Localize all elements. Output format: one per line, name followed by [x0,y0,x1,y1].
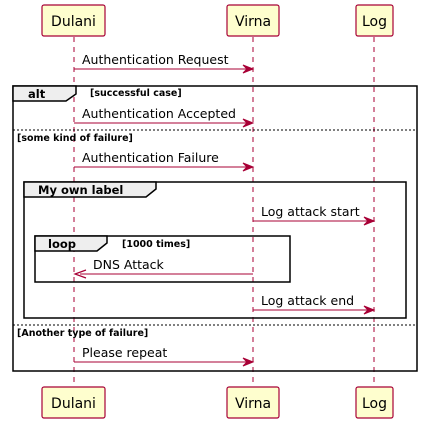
loop-frame-label: loop [48,237,76,251]
arrowhead [242,118,255,128]
message-label: Authentication Accepted [82,106,236,121]
participant-label: Virna [235,14,271,30]
group-frame-label: My own label [38,183,123,197]
participant-dulani-top: Dulani [41,4,106,37]
message-log-attack-start: Log attack start [253,204,376,226]
message-label: DNS Attack [93,257,165,272]
arrowhead-open [73,269,87,279]
message-label: Please repeat [82,345,167,360]
loop-frame: loop [1000 times] [34,235,291,283]
participant-log-bottom: Log [355,386,394,419]
participant-virna-bottom: Virna [226,386,280,419]
participant-dulani-bottom: Dulani [41,386,106,419]
group-frame: My own label [23,181,407,319]
message-label: Authentication Request [82,52,229,67]
arrowhead [242,162,255,172]
arrowhead [363,216,376,226]
participant-log-top: Log [355,4,394,37]
loop-guard: [1000 times] [122,239,190,250]
participant-label: Log [362,396,387,412]
arrowhead [242,357,255,367]
else-guard-failure: [some kind of failure] [17,133,133,144]
message-please-repeat: Please repeat [74,345,255,367]
participant-label: Dulani [51,396,96,412]
alt-frame: alt [successful case] [12,85,418,372]
message-label: Log attack start [261,204,360,219]
message-auth-failure: Authentication Failure [74,150,255,172]
else-guard-another: [Another type of failure] [17,328,148,339]
arrowhead [363,305,376,315]
message-log-attack-end: Log attack end [253,293,376,315]
message-label: Log attack end [261,293,354,308]
participant-label: Virna [235,396,271,412]
arrowhead [242,64,255,74]
participant-label: Log [362,14,387,30]
message-label: Authentication Failure [82,150,219,165]
message-auth-accepted: Authentication Accepted [74,106,255,128]
message-dns-attack: DNS Attack [73,257,253,279]
message-auth-request: Authentication Request [74,52,255,74]
alt-guard: [successful case] [90,88,182,99]
participant-virna-top: Virna [226,4,280,37]
alt-frame-label: alt [28,87,46,101]
participant-label: Dulani [51,14,96,30]
